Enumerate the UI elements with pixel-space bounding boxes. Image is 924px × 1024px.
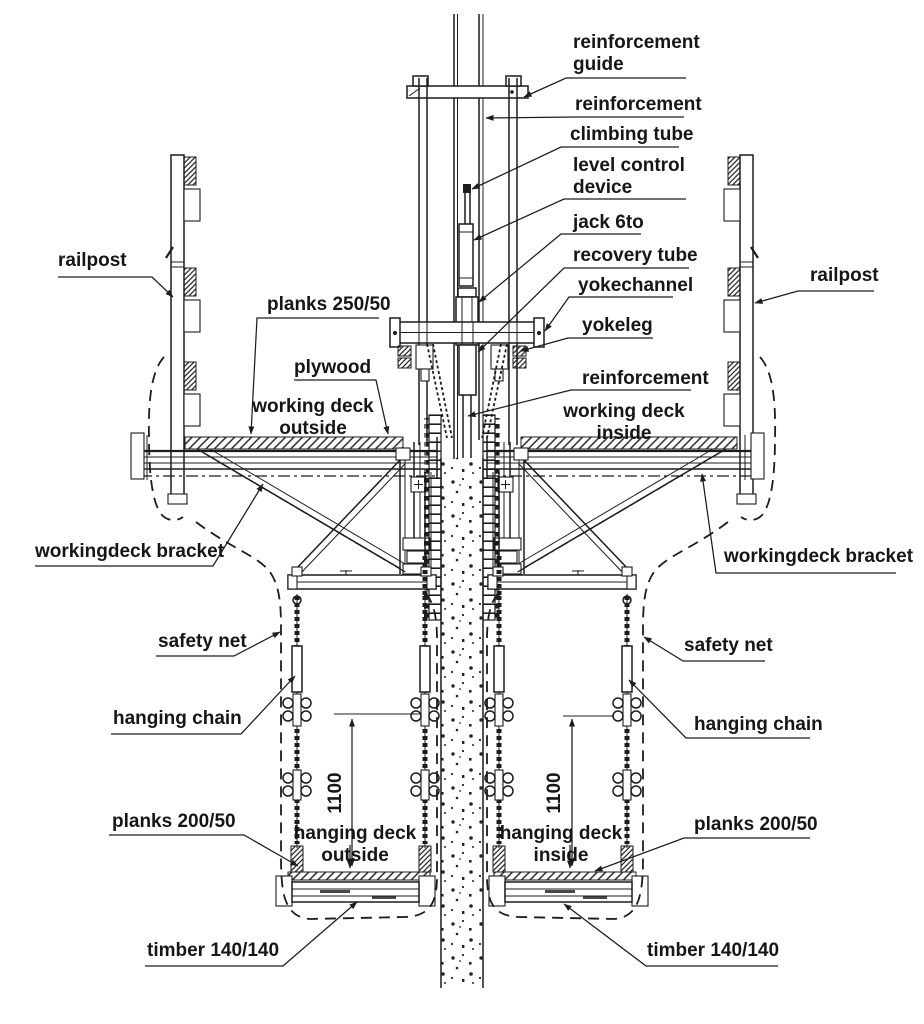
label-railpost-left: railpost [58,250,127,271]
formwork-walers-left [395,442,431,575]
climbing-rails [424,414,500,621]
label-level-control-2: device [573,177,632,198]
leader-planks-200-50-right [594,837,810,872]
leader-railpost-left [58,276,174,298]
label-reinforcement-mid: reinforcement [582,368,709,389]
level-control-device [458,223,474,287]
workingdeck-bracket-left [196,448,437,590]
label-jack: jack 6to [572,212,644,233]
label-plywood: plywood [294,357,371,378]
leader-recovery-tube [477,267,689,353]
working-deck-left-planks [184,436,404,450]
label-planks-250-50: planks 250/50 [267,294,391,315]
leader-railpost-right [754,290,874,304]
working-deck-right [486,432,765,480]
label-railpost-right: railpost [810,265,879,286]
recovery-tube [458,344,477,396]
label-climbing-tube: climbing tube [570,124,694,145]
leader-reinforcement-upper [485,114,684,121]
leader-reinforcement-mid [467,389,691,418]
leader-plywood [294,379,390,435]
yoke-bolts [397,344,527,382]
callout-leaders [35,77,896,967]
leader-reinforcement-guide [523,77,686,98]
leader-hanging-chain-right [628,679,810,739]
leader-climbing-tube [471,146,679,190]
working-deck-left [130,432,438,480]
label-planks-200-50-left: planks 200/50 [112,811,236,832]
label-hanging-deck-outside-1: hanging deck [294,823,417,844]
label-workingdeck-bracket-left: workingdeck bracket [34,541,225,562]
leader-safety-net-left [156,631,281,657]
leader-bracket-left [35,483,264,567]
concrete-wall [440,458,484,988]
hanging-deck-left-planks [287,871,431,881]
leader-yokeleg [520,337,653,352]
label-yokechannel: yokechannel [578,275,693,296]
leader-timber-right [563,903,778,967]
climbing-tube-and-jack [455,184,479,458]
hanging-deck-right-planks [493,871,637,881]
label-working-deck-outside-2: outside [279,418,347,439]
leader-planks-250-50 [248,317,379,435]
leader-safety-net-right [643,636,765,662]
dimension-text-right: 1100 [544,772,565,813]
label-recovery-tube: recovery tube [573,245,698,266]
label-hanging-chain-right: hanging chain [694,714,823,735]
leader-planks-200-50-left [109,834,299,867]
label-hanging-deck-outside-2: outside [321,845,389,866]
hanging-deck-right [488,871,649,907]
safety-net-left-outline [147,356,438,920]
label-yokeleg: yokeleg [582,315,653,336]
safety-net-right-outline [486,356,777,920]
reinforcement-guide-beam [406,75,529,99]
label-working-deck-inside-1: working deck [562,401,685,422]
yokelegs [418,78,518,445]
label-planks-200-50-right: planks 200/50 [694,814,818,835]
label-workingdeck-bracket-right: workingdeck bracket [723,546,914,567]
label-hanging-deck-inside-1: hanging deck [500,823,623,844]
hanging-chains [283,556,641,872]
concrete-wall-fill [441,458,483,988]
label-timber-left: timber 140/140 [147,940,279,961]
hanging-deck-left [275,871,436,907]
working-deck-right-planks [520,436,738,450]
dimension-text-left: 1100 [325,772,346,813]
leader-bracket-right [700,473,896,574]
dimension-1100-left: 1100 [325,713,421,867]
dimension-1100-right: 1100 [544,715,614,867]
label-level-control-1: level control [573,155,685,176]
label-reinforcement-upper: reinforcement [575,94,702,115]
label-safety-net-left: safety net [158,631,247,652]
label-safety-net-right: safety net [684,635,773,656]
label-timber-right: timber 140/140 [647,940,779,961]
leader-timber-left [145,901,358,967]
leader-hanging-chain-left [111,675,296,735]
railpost-left-post [165,154,201,505]
label-reinforcement-guide-2: guide [573,54,624,75]
label-working-deck-outside-1: working deck [251,396,374,417]
leader-yokechannel [544,296,673,332]
yoke-channel [389,317,545,348]
label-hanging-deck-inside-2: inside [534,845,589,866]
leader-jack [478,233,641,303]
railpost-right-post [723,154,759,505]
leader-level-control [473,198,686,241]
label-hanging-chain-left: hanging chain [113,708,242,729]
hanging-deck-left-timber [291,881,420,903]
formwork-walers-right [493,442,529,575]
workingdeck-bracket-right [487,448,727,590]
callout-labels: reinforcement guide reinforcement climbi… [34,32,914,961]
label-working-deck-inside-2: inside [597,423,652,444]
label-reinforcement-guide-1: reinforcement [573,32,700,53]
